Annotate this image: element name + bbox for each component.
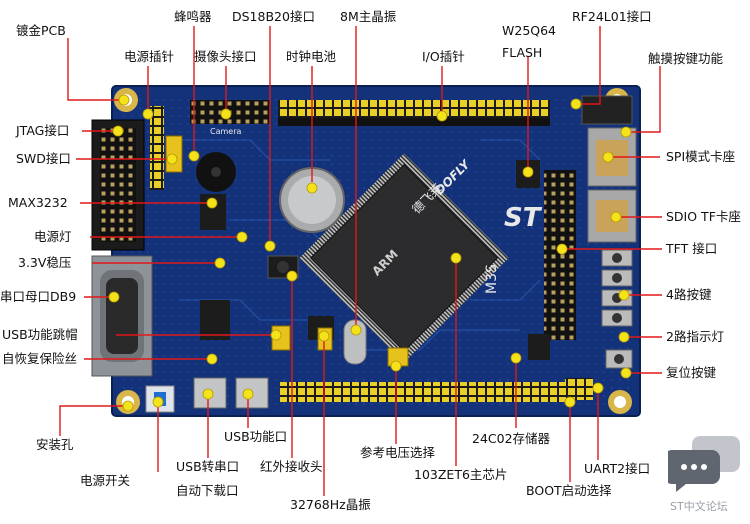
callout-marker-mcu [450, 252, 462, 264]
label-rf24l01: RF24L01接口 [572, 9, 652, 24]
label-tft: TFT 接口 [666, 241, 718, 256]
callout-marker-ds18b20 [264, 240, 276, 252]
callout-lines [59, 26, 662, 496]
callout-marker-power-led [236, 231, 248, 243]
label-db9: 串口母口DB9 [0, 289, 77, 304]
label-boot-select: BOOT启动选择 [526, 483, 612, 498]
label-ds18b20: DS18B20接口 [232, 9, 315, 24]
label-jtag: JTAG接口 [16, 123, 70, 138]
label-usb-serial-line1: USB转串口 [176, 459, 240, 474]
label-mount-hole: 安装孔 [36, 437, 74, 452]
label-clock-battery: 时钟电池 [286, 49, 337, 64]
callout-line-mount-hole [59, 405, 126, 436]
callout-marker-mount-hole [122, 400, 134, 412]
callout-marker-w25q64-line1 [522, 166, 534, 178]
callout-marker-fuse [206, 353, 218, 365]
label-usb-jumper: USB功能跳帽 [2, 327, 78, 342]
mcu-chip [299, 153, 509, 363]
label-plated-pcb: 镀金PCB [16, 23, 66, 38]
callout-marker-clock-battery [306, 182, 318, 194]
label-w25q64-line1: W25Q64 [502, 23, 557, 38]
callout-marker-ldo-33 [214, 257, 226, 269]
label-mcu: 103ZET6主芯片 [414, 467, 508, 482]
callout-marker-usb-serial-line1 [202, 388, 214, 400]
callout-marker-eeprom [510, 352, 522, 364]
label-touch-key: 触摸按键功能 [648, 51, 724, 66]
callout-marker-buzzer [188, 150, 200, 162]
callout-marker-power-pin [142, 108, 154, 120]
label-sdio-card: SDIO TF卡座 [666, 209, 741, 224]
label-eeprom: 24C02存储器 [472, 431, 551, 446]
callout-marker-rf24l01 [570, 98, 582, 110]
label-power-led: 电源灯 [34, 229, 72, 244]
callout-line-plated-pcb [67, 38, 120, 101]
buzzer-part [196, 152, 236, 192]
label-spi-card: SPI模式卡座 [666, 149, 736, 164]
camera-silk: Camera [210, 127, 241, 136]
label-power-pin: 电源插针 [124, 49, 175, 64]
callout-marker-max3232 [206, 197, 218, 209]
label-fuse: 自恢复保险丝 [2, 351, 78, 366]
callout-marker-power-switch [152, 396, 164, 408]
callout-marker-swd [166, 153, 178, 165]
label-buzzer: 蜂鸣器 [174, 9, 212, 24]
db9-connector [91, 255, 153, 377]
label-io-pins: I/O插针 [422, 49, 465, 64]
label-keys4: 4路按键 [666, 287, 712, 302]
callout-marker-uart2 [592, 382, 604, 394]
pin-headers [150, 95, 633, 402]
callout-line-rf24l01 [580, 26, 601, 105]
callout-marker-ir-receiver [286, 270, 298, 282]
label-power-switch: 电源开关 [80, 473, 131, 488]
label-ir-receiver: 红外接收头 [260, 459, 323, 474]
callout-marker-vref [390, 360, 402, 372]
label-leds2: 2路指示灯 [666, 329, 724, 344]
callout-marker-boot-select [564, 396, 576, 408]
callout-marker-io-pins [436, 110, 448, 122]
callout-marker-reset-key [620, 367, 632, 379]
label-reset-key: 复位按键 [666, 365, 717, 380]
label-crystal-32k: 32768Hz晶振 [290, 497, 371, 512]
label-uart2: UART2接口 [584, 461, 651, 476]
callout-markers [108, 94, 632, 412]
label-max3232: MAX3232 [8, 195, 68, 210]
usb-ports [193, 377, 269, 409]
callout-marker-jtag [112, 125, 124, 137]
label-usb-serial-line2: 自动下载口 [176, 483, 239, 498]
callout-marker-tft [556, 243, 568, 255]
callout-marker-sdio-card [610, 211, 622, 223]
label-crystal-8m: 8M主晶振 [340, 9, 397, 24]
jtag-connector [91, 119, 145, 251]
chat-bubbles-icon [668, 436, 740, 492]
callout-marker-crystal-32k [318, 330, 330, 342]
callout-marker-touch-key [620, 126, 632, 138]
watermark-text: ST中文论坛 [670, 500, 728, 513]
label-swd: SWD接口 [16, 151, 71, 166]
label-vref: 参考电压选择 [360, 445, 436, 460]
callout-marker-usb-jumper [270, 329, 282, 341]
label-w25q64-line2: FLASH [502, 45, 543, 60]
small-ics [200, 160, 550, 360]
label-camera: 摄像头接口 [194, 49, 257, 64]
st-logo: ST [504, 203, 543, 233]
callout-marker-usb-func [242, 388, 254, 400]
callout-marker-spi-card [602, 151, 614, 163]
callout-marker-plated-pcb [118, 94, 130, 106]
callout-marker-leds2 [618, 331, 630, 343]
callout-marker-crystal-8m [350, 324, 362, 336]
callout-marker-camera [220, 108, 232, 120]
callout-line-touch-key [630, 66, 661, 133]
callout-marker-keys4 [618, 289, 630, 301]
callout-marker-db9 [108, 291, 120, 303]
card-slots [587, 127, 637, 243]
label-usb-func: USB功能口 [224, 429, 288, 444]
label-ldo-33: 3.3V稳压 [18, 255, 72, 270]
model-silk: M3S [484, 264, 500, 294]
